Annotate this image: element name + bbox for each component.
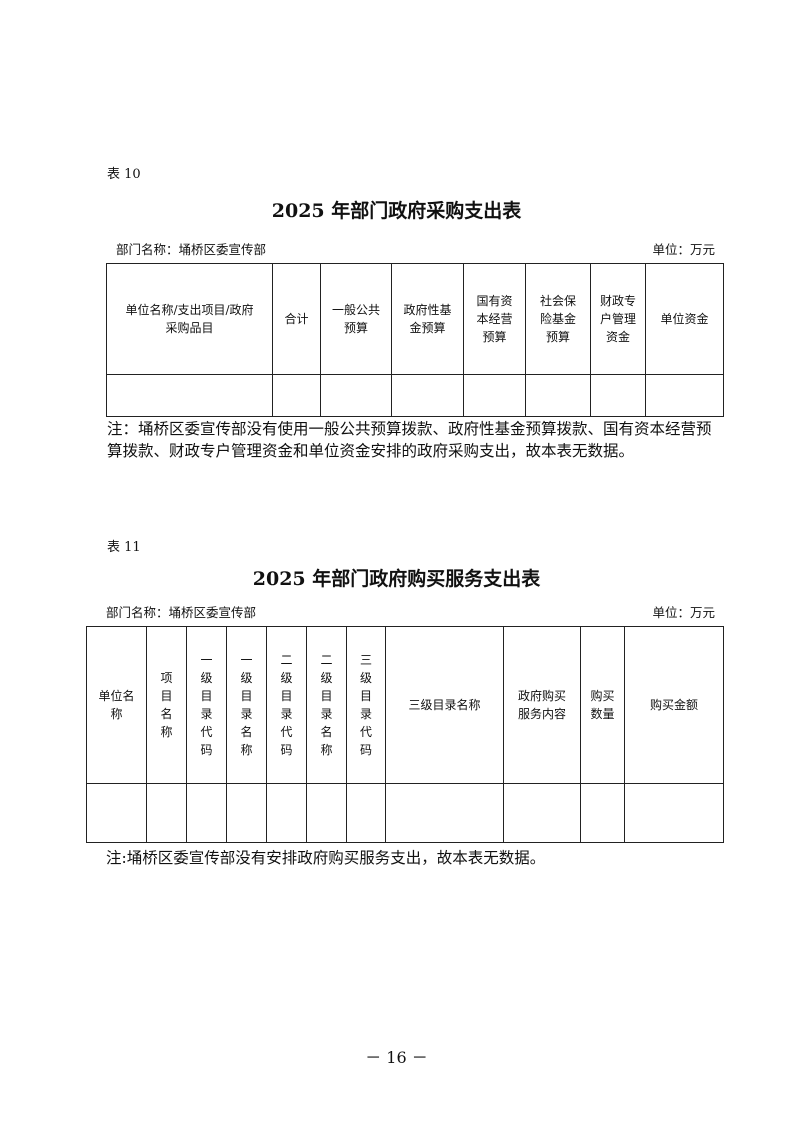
header-cell: 财政专 户管理 资金 [590,263,646,375]
header-cell: 二 级 目 录 名 称 [306,626,347,784]
table11-title: 2025 年部门政府购买服务支出表 [252,568,541,590]
empty-cell [624,783,724,843]
table10-dept: 部门名称：埇桥区委宣传部 [116,242,267,257]
header-cell: 单位资金 [645,263,724,375]
header-cell: 一 级 目 录 代 码 [186,626,227,784]
empty-cell [385,783,504,843]
header-cell: 一般公共 预算 [320,263,392,375]
table10-unit: 单位：万元 [652,242,715,257]
empty-cell [272,374,321,417]
header-cell: 合计 [272,263,321,375]
header-cell: 三级目录名称 [385,626,504,784]
empty-cell [503,783,581,843]
header-cell: 单位名 称 [86,626,147,784]
empty-cell [106,374,273,417]
empty-cell [463,374,526,417]
table11-note: 注:埇桥区委宣传部没有安排政府购买服务支出，故本表无数据。 [106,849,546,867]
service-purchase-table: 单位名 称 项 目 名 称 一 级 目 录 代 码 一 级 目 录 名 称 二 … [86,626,724,843]
empty-cell [146,783,187,843]
table10-note: 注：埇桥区委宣传部没有使用一般公共预算拨款、政府性基金预算拨款、国有资本经营预算… [107,420,712,460]
header-cell: 政府性基 金预算 [391,263,464,375]
table10-title: 2025 年部门政府采购支出表 [271,200,522,222]
table11-dept: 部门名称：埇桥区委宣传部 [106,605,257,620]
empty-cell [320,374,392,417]
empty-cell [590,374,646,417]
table-row [86,783,724,843]
page-number: － 16 － [365,1048,428,1067]
table10-label: 表 10 [107,167,141,182]
header-cell: 项 目 名 称 [146,626,187,784]
empty-cell [86,783,147,843]
table-header-row: 单位名 称 项 目 名 称 一 级 目 录 代 码 一 级 目 录 名 称 二 … [86,626,724,784]
empty-cell [186,783,227,843]
header-cell: 三 级 目 录 代 码 [346,626,386,784]
empty-cell [346,783,386,843]
header-cell: 政府购买 服务内容 [503,626,581,784]
procurement-table: 单位名称/支出项目/政府 采购品目 合计 一般公共 预算 政府性基 金预算 国有… [106,263,724,417]
empty-cell [645,374,724,417]
table11-label: 表 11 [107,540,141,555]
header-cell: 二 级 目 录 代 码 [266,626,307,784]
header-cell: 一 级 目 录 名 称 [226,626,267,784]
header-cell: 购买金额 [624,626,724,784]
header-cell: 社会保 险基金 预算 [525,263,591,375]
header-cell: 购买 数量 [580,626,625,784]
empty-cell [580,783,625,843]
header-cell: 单位名称/支出项目/政府 采购品目 [106,263,273,375]
table-row [106,374,724,417]
empty-cell [391,374,464,417]
empty-cell [525,374,591,417]
header-cell: 国有资 本经营 预算 [463,263,526,375]
empty-cell [226,783,267,843]
empty-cell [266,783,307,843]
table-header-row: 单位名称/支出项目/政府 采购品目 合计 一般公共 预算 政府性基 金预算 国有… [106,263,724,375]
empty-cell [306,783,347,843]
table11-unit: 单位：万元 [652,605,715,620]
